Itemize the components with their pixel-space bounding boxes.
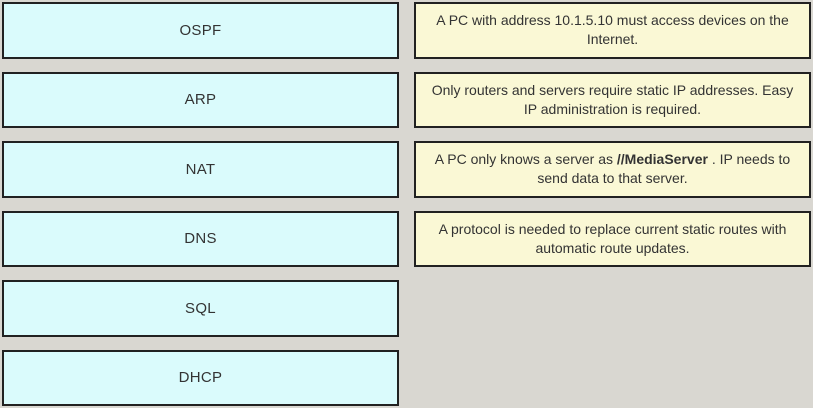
protocol-label-ospf: OSPF <box>179 21 222 39</box>
protocol-label-sql: SQL <box>185 299 216 317</box>
description-text-4: A protocol is needed to replace current … <box>416 220 809 258</box>
description-card-4[interactable]: A protocol is needed to replace current … <box>414 210 811 267</box>
protocol-label-arp: ARP <box>184 91 217 109</box>
description-segment: A PC only knows a server as <box>434 151 617 168</box>
description-card-2[interactable]: Only routers and servers require static … <box>414 71 811 128</box>
description-text-1: A PC with address 10.1.5.10 must access … <box>416 11 809 49</box>
protocol-card-ospf[interactable]: OSPF <box>2 2 399 59</box>
description-text-3: A PC only knows a server as //MediaServe… <box>416 150 809 188</box>
protocol-card-sql[interactable]: SQL <box>2 280 399 337</box>
description-segment-bold: //MediaServer <box>616 151 708 168</box>
description-segment: A PC with address 10.1.5.10 must access … <box>436 12 789 48</box>
protocol-label-nat: NAT <box>185 160 216 178</box>
protocol-card-nat[interactable]: NAT <box>2 141 399 198</box>
description-segment: Only routers and servers require static … <box>431 81 794 117</box>
protocol-label-dns: DNS <box>184 230 217 248</box>
description-segment: . IP needs to send data to that server. <box>537 151 791 187</box>
description-card-3[interactable]: A PC only knows a server as //MediaServe… <box>414 141 811 198</box>
description-segment: A protocol is needed to replace current … <box>438 220 787 256</box>
protocol-card-dns[interactable]: DNS <box>2 210 399 267</box>
protocol-card-dhcp[interactable]: DHCP <box>2 349 399 406</box>
description-text-2: Only routers and servers require static … <box>416 81 809 119</box>
description-card-1[interactable]: A PC with address 10.1.5.10 must access … <box>414 2 811 59</box>
protocol-card-arp[interactable]: ARP <box>2 71 399 128</box>
protocol-label-dhcp: DHCP <box>178 369 223 387</box>
